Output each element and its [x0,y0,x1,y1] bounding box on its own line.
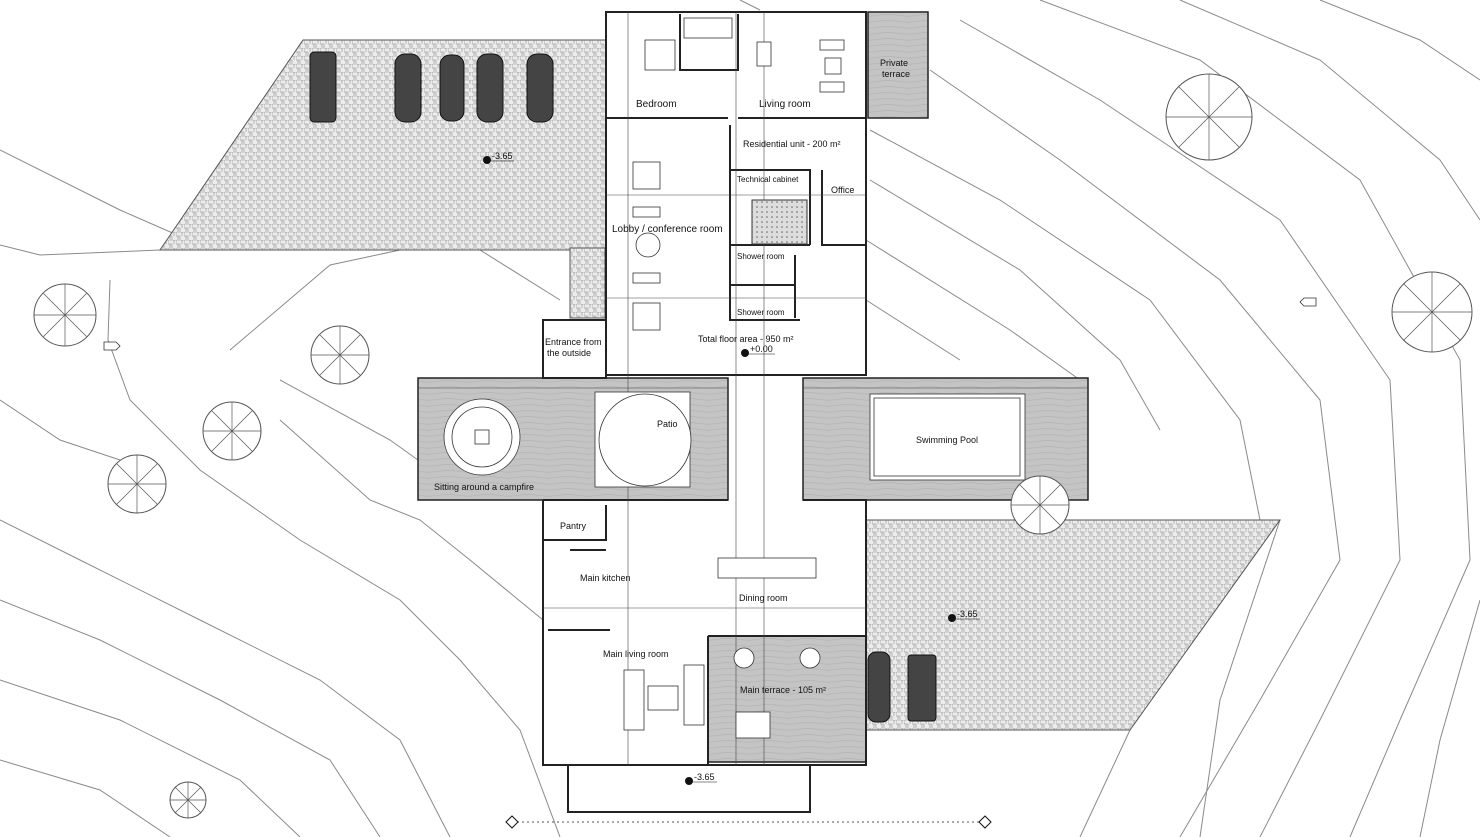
room-label-swimming-pool: Swimming Pool [916,435,978,445]
tree-icon [1010,475,1070,535]
section-markers [103,297,1317,829]
room-label-total-floor-area: Total floor area - 950 m² [698,334,794,344]
trees [33,73,1473,819]
main-terrace [707,635,867,763]
room-label-office: Office [831,185,854,195]
exterior-stair [569,247,606,319]
room-label-main-kitchen: Main kitchen [580,573,631,583]
room-label-shower-room-2: Shower room [737,308,785,317]
room-label-main-living-room: Main living room [603,649,669,659]
tree-icon [202,401,262,461]
tree-icon [33,283,97,347]
room-label-campfire: Sitting around a campfire [434,482,534,492]
room-label-bedroom: Bedroom [636,99,677,110]
tree-icon [107,454,167,514]
room-label-main-terrace: Main terrace - 105 m² [740,685,826,695]
parked-cars [309,51,937,723]
tree-icon [310,325,370,385]
room-label-entrance-2: the outside [547,348,591,358]
tree-icon [1165,73,1253,161]
room-label-pantry: Pantry [560,521,587,531]
elevation-label-bottom-slab: -3.65 [694,772,715,782]
elevation-label-ground-floor: +0.00 [750,344,773,354]
furniture [443,17,1026,739]
room-label-entrance-1: Entrance from [545,337,602,347]
room-label-private-terrace-1: Private [880,58,908,68]
room-label-dining-room: Dining room [739,593,788,603]
private-terrace [867,11,929,119]
tree-icon [1391,271,1473,353]
elevation-label-parking-top: -3.65 [492,151,513,161]
room-label-lobby: Lobby / conference room [612,224,723,235]
room-label-private-terrace-2: terrace [882,69,910,79]
elevation-markers [483,156,980,785]
elevation-label-parking-right: -3.65 [957,609,978,619]
room-label-technical-cabinet: Technical cabinet [737,175,799,184]
room-label-shower-room-1: Shower room [737,252,785,261]
interior-stair [751,199,808,245]
tree-icon [169,781,207,819]
room-label-living-room: Living room [759,99,811,110]
room-label-residential-unit: Residential unit - 200 m² [743,139,841,149]
room-label-patio: Patio [657,419,678,429]
